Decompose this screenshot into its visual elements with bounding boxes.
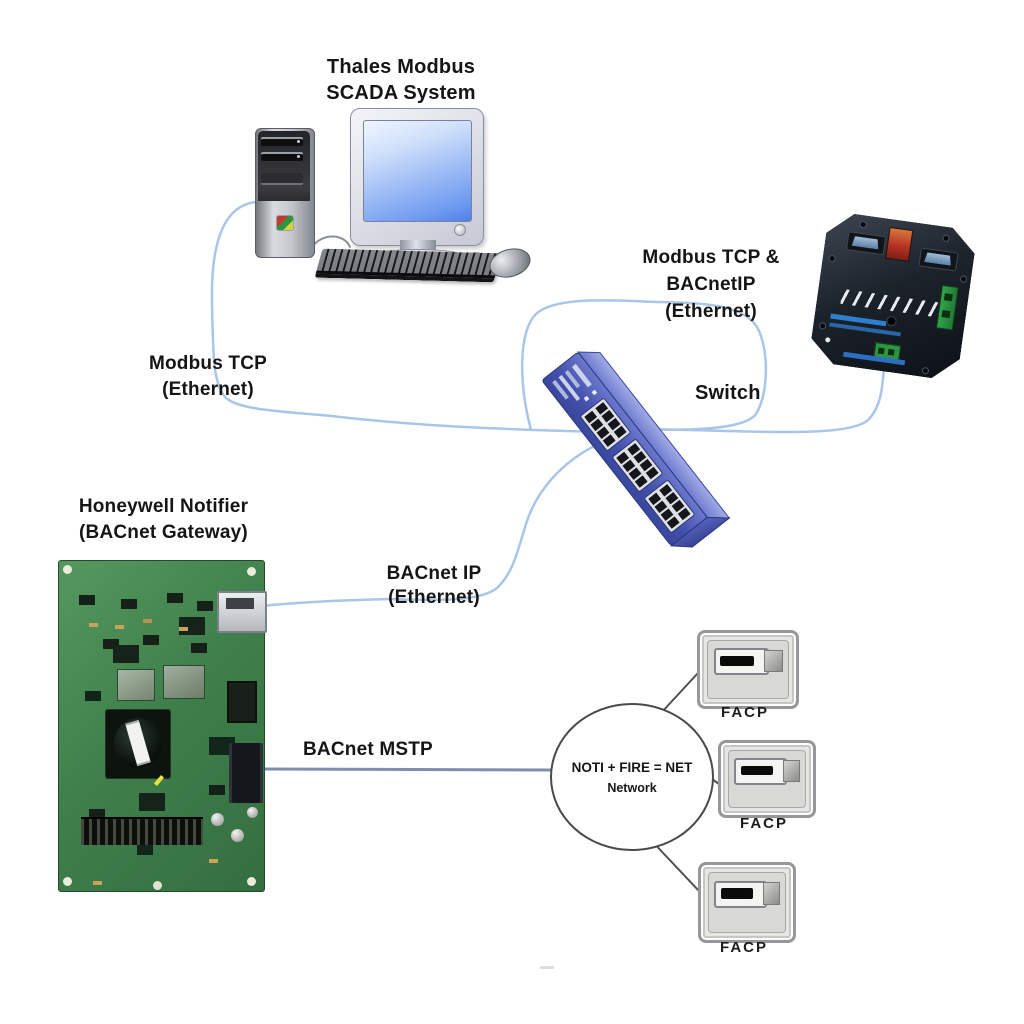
network-circle-subtitle: Network <box>607 780 657 795</box>
pcb-large-chips <box>179 617 205 635</box>
scada-system-title: Thales Modbus SCADA System <box>301 54 501 106</box>
gateway-label-line2: (BACnet Gateway) <box>79 522 248 543</box>
floppy-drive <box>261 173 303 185</box>
network-switch <box>542 351 731 548</box>
facp-label-3: FACP <box>719 939 768 956</box>
switch-label: Switch <box>695 382 761 404</box>
modbus-tcp-label: Modbus TCP (Ethernet) <box>108 351 308 403</box>
monitor-screen <box>363 120 472 222</box>
capacitor <box>231 829 244 842</box>
facp-panel-2 <box>718 740 816 818</box>
monitor-power-button <box>454 224 466 236</box>
device-dot <box>825 337 831 343</box>
honeywell-notifier-pcb <box>58 560 267 892</box>
honeywell-gateway-label: Honeywell Notifier (BACnet Gateway) <box>61 494 266 546</box>
monitor <box>350 108 484 246</box>
bacnet-ip-line1: BACnet IP <box>386 563 482 584</box>
cable-switch-to-pcb <box>259 442 600 608</box>
terminal-block-right <box>936 285 959 331</box>
computer-tower <box>255 128 315 258</box>
modbus-tcp-line2: (Ethernet) <box>162 379 254 400</box>
pcb-pin-header <box>81 817 203 845</box>
dip-switches <box>840 289 943 318</box>
cable-loop-over-switch <box>521 299 768 432</box>
modbus-tcp-line1: Modbus TCP <box>148 353 268 374</box>
bacnet-mstp-label: BACnet MSTP <box>303 739 433 760</box>
screw <box>942 234 950 242</box>
tower-logo <box>276 215 294 231</box>
device-led <box>886 315 897 326</box>
facp-lcd <box>740 765 773 776</box>
modbus-bacnet-line3: (Ethernet) <box>665 301 757 322</box>
facp-keypad <box>782 759 801 782</box>
ethernet-cables <box>210 200 888 608</box>
pcb-mount-holes <box>63 565 72 574</box>
facp-display <box>713 648 769 676</box>
screw <box>819 322 827 330</box>
capacitor <box>247 807 258 818</box>
gateway-label-line1: Honeywell Notifier <box>78 496 249 517</box>
pcb-main-processor <box>105 709 171 779</box>
screw <box>828 255 836 263</box>
facp-lcd <box>720 655 754 666</box>
facp-body <box>728 750 806 808</box>
facp-display <box>734 758 787 785</box>
pcb-resistors <box>89 623 98 627</box>
facp-lcd <box>720 888 753 899</box>
pcb-shield-can-2 <box>163 665 205 699</box>
facp-body <box>707 640 789 699</box>
notifier-network-circle: NOTI + FIRE = NET Network <box>550 703 714 851</box>
switch-status-leds <box>552 363 598 402</box>
modbus-bacnet-line1: Modbus TCP & <box>642 247 780 268</box>
db9-port-right <box>918 247 958 271</box>
modbus-bacnet-line2: BACnetIP <box>666 274 756 295</box>
keyboard <box>314 248 502 283</box>
bacnet-ip-line2: (Ethernet) <box>388 587 480 608</box>
facp-body <box>708 872 786 933</box>
pcb-mstp-terminal <box>229 743 263 803</box>
db9-port-left <box>846 231 886 255</box>
pcb-ethernet-port <box>217 591 267 633</box>
bottom-smudge <box>540 966 554 969</box>
keyboard-cable <box>311 235 351 248</box>
device-module <box>885 227 913 262</box>
facp-label-1: FACP <box>720 704 769 721</box>
modbus-bacnet-controller-device <box>808 210 978 381</box>
bacnet-mstp-line <box>258 767 552 772</box>
pcb-connector-upper-right <box>227 681 257 723</box>
pcb-ic-chips <box>79 595 95 605</box>
pcb-shield-can-1 <box>117 669 155 701</box>
scada-title-line1: Thales Modbus <box>326 56 476 78</box>
facp-display <box>714 880 767 909</box>
facp-keypad <box>764 650 784 673</box>
modbus-bacnet-label: Modbus TCP & BACnetIP (Ethernet) <box>611 244 811 325</box>
facp-keypad <box>762 882 781 906</box>
facp-panel-1 <box>697 630 799 709</box>
screw <box>921 367 929 375</box>
cable-computer-to-switch <box>210 200 608 434</box>
screw <box>960 275 968 283</box>
facp-panel-3 <box>698 862 796 943</box>
line-circle-to-facp-1 <box>660 672 699 714</box>
network-circle-title: NOTI + FIRE = NET <box>571 759 693 775</box>
bacnet-ip-label: BACnet IP (Ethernet) <box>334 562 534 610</box>
scada-title-line2: SCADA System <box>326 82 476 104</box>
facp-label-2: FACP <box>739 815 788 832</box>
capacitor <box>211 813 224 826</box>
screw <box>859 221 867 229</box>
cable-gateway-device-to-switch <box>644 342 888 434</box>
drive-bay-2 <box>261 152 303 161</box>
drive-bay-1 <box>261 137 303 146</box>
